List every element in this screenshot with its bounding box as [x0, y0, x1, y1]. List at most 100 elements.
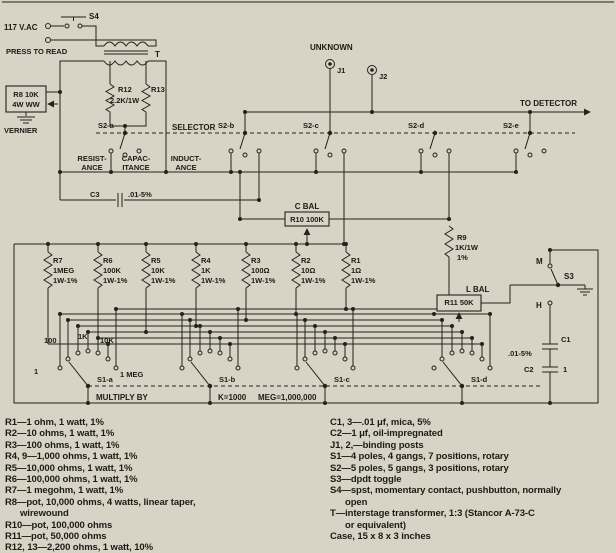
bank-r5-value: 10K [151, 266, 165, 275]
bank-r1-name: R1 [351, 256, 361, 265]
label-j1: J1 [337, 66, 345, 75]
bank-r2-rating: 1W-1% [301, 276, 326, 285]
bank-r1-value: 1Ω [351, 266, 361, 275]
bank-r6-rating: 1W-1% [103, 276, 128, 285]
parts-line: R1—1 ohm, 1 watt, 1% [5, 417, 104, 428]
label-s2d: S2-d [408, 121, 425, 130]
label-s3: S3 [564, 272, 574, 281]
label-s2e: S2-e [503, 121, 519, 130]
parts-line: R8—pot, 10,000 ohms, 4 watts, linear tap… [5, 496, 196, 508]
label-tap-1: 1 [34, 367, 38, 376]
parts-line: C2—1 μf, oil-impregnated [330, 428, 443, 440]
label-c1-value: .01-5% [508, 349, 532, 358]
bank-r4-name: R4 [201, 256, 211, 265]
bank-r7-rating: 1W-1% [53, 276, 78, 285]
parts-line: S3—dpdt toggle [330, 474, 402, 486]
bank-r2-name: R2 [301, 256, 311, 265]
label-r9: R9 [457, 233, 467, 242]
label-capacitance-2: ITANCE [122, 163, 149, 172]
parts-line: T—interstage transformer, 1:3 (Stancor A… [330, 508, 535, 520]
bank-r4-value: 1K [201, 266, 211, 275]
switch-contacts [45, 23, 553, 371]
label-s1d: S1-d [471, 375, 488, 384]
wiring [2, 1, 614, 404]
label-s4: S4 [89, 12, 99, 21]
label-c1: C1 [561, 335, 571, 344]
label-s2a: S2-a [98, 121, 115, 130]
r10-box-label: R10 100K [290, 215, 324, 224]
label-s1a: S1-a [97, 375, 114, 384]
parts-line: Case, 15 x 8 x 3 inches [330, 531, 431, 543]
label-c3: C3 [90, 190, 100, 199]
label-unknown: UNKNOWN [310, 43, 353, 52]
label-legend-meg: MEG=1,000,000 [258, 393, 317, 402]
binding-post-j1 [325, 59, 335, 69]
label-to-detector: TO DETECTOR [520, 99, 577, 108]
bank-r3-rating: 1W-1% [251, 276, 276, 285]
parts-line: R3—100 ohms, 1 watt, 1% [5, 439, 120, 451]
r11-pot-box [436, 294, 482, 312]
parts-list-left: R1—1 ohm, 1 watt, 1% R2—10 ohms, 1 watt,… [5, 417, 327, 553]
parts-list-right: C1, 3—.01 μf, mica, 5% C2—1 μf, oil-impr… [330, 417, 614, 542]
r8-pot-box [5, 85, 47, 113]
parts-line: R5—10,000 ohms, 1 watt, 1% [5, 462, 133, 474]
label-c2: C2 [524, 365, 534, 374]
parts-line: S4—spst, momentary contact, pushbutton, … [330, 485, 562, 497]
label-tap-1meg: 1 MEG [120, 370, 144, 379]
label-lbal: L BAL [466, 285, 490, 294]
parts-line: S1—4 poles, 4 gangs, 7 positions, rotary [330, 451, 509, 463]
parts-line: R2—10 ohms, 1 watt, 1% [5, 428, 115, 440]
bank-r3-name: R3 [251, 256, 261, 265]
parts-line: R12, 13—2,200 ohms, 1 watt, 10% [5, 542, 153, 553]
label-c3-value: .01-5% [128, 190, 152, 199]
label-r9-value: 1K/1W [455, 243, 479, 252]
label-c2-value: 1 [563, 365, 567, 374]
parts-line: J1, 2,—binding posts [330, 439, 424, 451]
bank-r5-rating: 1W-1% [151, 276, 176, 285]
label-press-to-read: PRESS TO READ [6, 47, 68, 56]
parts-line: open [345, 496, 368, 508]
label-inductance-1: INDUCT- [171, 154, 202, 163]
bank-r4-rating: 1W-1% [201, 276, 226, 285]
gang-links [88, 132, 575, 387]
bank-r7-name: R7 [53, 256, 63, 265]
bank-r6-value: 100K [103, 266, 122, 275]
label-r12: R12 [118, 85, 132, 94]
r10-pot-box [284, 211, 330, 227]
label-transformer: T [155, 50, 160, 59]
label-multiply-by: MULTIPLY BY [96, 393, 149, 402]
schematic-drawing: 117 V.AC S4 PRESS TO READ T R8 10K 4W WW… [2, 1, 614, 405]
bank-r6-name: R6 [103, 256, 113, 265]
label-s2c: S2-c [303, 121, 319, 130]
label-vernier: VERNIER [4, 126, 38, 135]
r8-label-rating: 4W WW [12, 100, 40, 109]
bank-r5-name: R5 [151, 256, 161, 265]
junction-dots [46, 90, 561, 405]
label-r12-value: 2.2K/1W [110, 96, 140, 105]
label-tap-100: 100 [44, 336, 57, 345]
label-s2b: S2-b [218, 121, 235, 130]
parts-line: R6—100,000 ohms, 1 watt, 1% [5, 474, 138, 486]
label-s3-h: H [536, 301, 542, 310]
label-r9-tol: 1% [457, 253, 468, 262]
label-tap-1k: 1K [78, 332, 88, 341]
label-s3-m: M [536, 257, 543, 266]
label-r13: R13 [151, 85, 165, 94]
label-selector: SELECTOR [172, 123, 216, 132]
label-s1b: S1-b [219, 375, 236, 384]
bank-r1-rating: 1W-1% [351, 276, 376, 285]
parts-line: R7—1 megohm, 1 watt, 1% [5, 485, 124, 497]
r8-label-value: R8 10K [13, 90, 39, 99]
parts-line: or equivalent) [345, 519, 406, 531]
bank-r7-value: 1MEG [53, 266, 74, 275]
parts-line: wirewound [20, 508, 69, 520]
bank-r3-value: 100Ω [251, 266, 270, 275]
label-capacitance-1: CAPAC- [122, 154, 151, 163]
parts-line: R11—pot, 50,000 ohms [5, 531, 107, 543]
r11-box-label: R11 50K [444, 298, 474, 307]
parts-line: S2—5 poles, 5 gangs, 3 positions, rotary [330, 462, 509, 474]
parts-line: C1, 3—.01 μf, mica, 5% [330, 417, 431, 428]
label-j2: J2 [379, 72, 387, 81]
label-inductance-2: ANCE [175, 163, 196, 172]
